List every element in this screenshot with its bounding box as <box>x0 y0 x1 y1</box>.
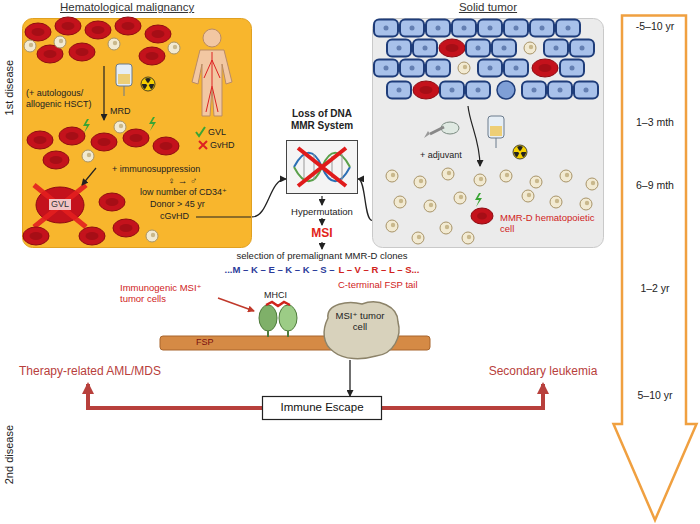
pointer-arrow <box>218 298 254 311</box>
annotation: MMR-D hematopoietic cell <box>500 212 600 235</box>
axis-label: 1st disease <box>3 48 16 128</box>
outcome-label: Secondary leukemia <box>489 364 598 378</box>
center-arrows <box>321 196 322 205</box>
timeline-arrow: -5–10 yr 1–3 mth 6–9 mth 1–2 yr 5–10 yr <box>612 14 698 522</box>
tumor-cell: MSI⁺ tumor cell <box>318 298 402 360</box>
node-label: Hematological malignancy <box>60 1 194 15</box>
annotation: Donor > 45 yr <box>150 199 205 210</box>
cell-outline <box>324 302 399 359</box>
mhc-molecule <box>267 330 269 337</box>
mmr-loss-box: Loss of DNA MMR System <box>286 140 358 194</box>
annotation: + immunosuppression <box>112 164 200 175</box>
sequence: ...M – K – E – K – K – S – <box>225 264 335 275</box>
sequence: L – V – R – L – S... <box>338 264 419 275</box>
mhc-molecule <box>259 302 297 337</box>
center-arrows <box>321 196 322 249</box>
center-arrows <box>321 218 322 225</box>
outcome-label: Therapy-related AML/MDS <box>19 364 161 378</box>
connector <box>358 179 372 221</box>
node-shape <box>286 140 358 194</box>
node-label: Loss of DNA MMR System <box>282 108 362 132</box>
mhc-molecule <box>259 305 277 331</box>
panel-outline <box>23 19 252 248</box>
connector <box>252 179 286 217</box>
arrow-outline <box>614 16 697 521</box>
process-step: selection of premalignant MMR-D clones <box>236 250 407 261</box>
box-outline <box>263 397 382 420</box>
annotation: GVL <box>49 199 71 210</box>
panel-outline <box>373 19 604 248</box>
cross-mark <box>298 148 346 186</box>
mhc-molecule <box>266 302 290 306</box>
annotation: low number of CD34⁺ <box>140 187 227 198</box>
node-label: MSI⁺ tumor cell <box>329 310 391 333</box>
mhc-molecule <box>287 330 289 337</box>
annotation: Immunogenic MSI⁺ tumor cells <box>120 282 218 305</box>
node-label: Immune Escape <box>280 401 363 415</box>
annotation: MRD <box>110 106 131 117</box>
outcome-arrows <box>88 384 262 408</box>
process-step: MSI <box>311 226 332 240</box>
annotation: C-terminal FSP tail <box>338 279 418 290</box>
node-label: Solid tumor <box>459 1 517 15</box>
center-arrows <box>321 242 322 249</box>
node-shape <box>612 14 698 522</box>
annotation: MHCI <box>264 290 287 301</box>
node-label: 1–3 mth <box>636 116 674 129</box>
mhc-molecule <box>279 305 297 331</box>
node-label: -5–10 yr <box>636 20 675 33</box>
annotation: (+ autologous/ allogenic HSCT) <box>26 88 96 110</box>
annotation: GVL <box>208 127 226 138</box>
annotation: FSP <box>196 337 214 348</box>
connector <box>349 360 350 396</box>
node-label: 6–9 mth <box>636 179 674 192</box>
outcome-arrows <box>382 384 543 408</box>
annotation: cGvHD <box>160 211 189 222</box>
axis-label: 2nd disease <box>3 415 16 495</box>
box-outline <box>287 141 358 194</box>
annotation: GvHD <box>210 140 235 151</box>
sequence-row: ...M – K – E – K – K – S –L – V – R – L … <box>160 264 484 275</box>
node-label: 1–2 yr <box>640 282 669 295</box>
process-step: Hypermutation <box>291 206 353 217</box>
node-label: 5–10 yr <box>637 389 672 402</box>
annotation: + adjuvant <box>420 150 462 161</box>
annotation: ♀ → ♂ <box>168 175 197 186</box>
process-box: Immune Escape <box>262 396 382 420</box>
